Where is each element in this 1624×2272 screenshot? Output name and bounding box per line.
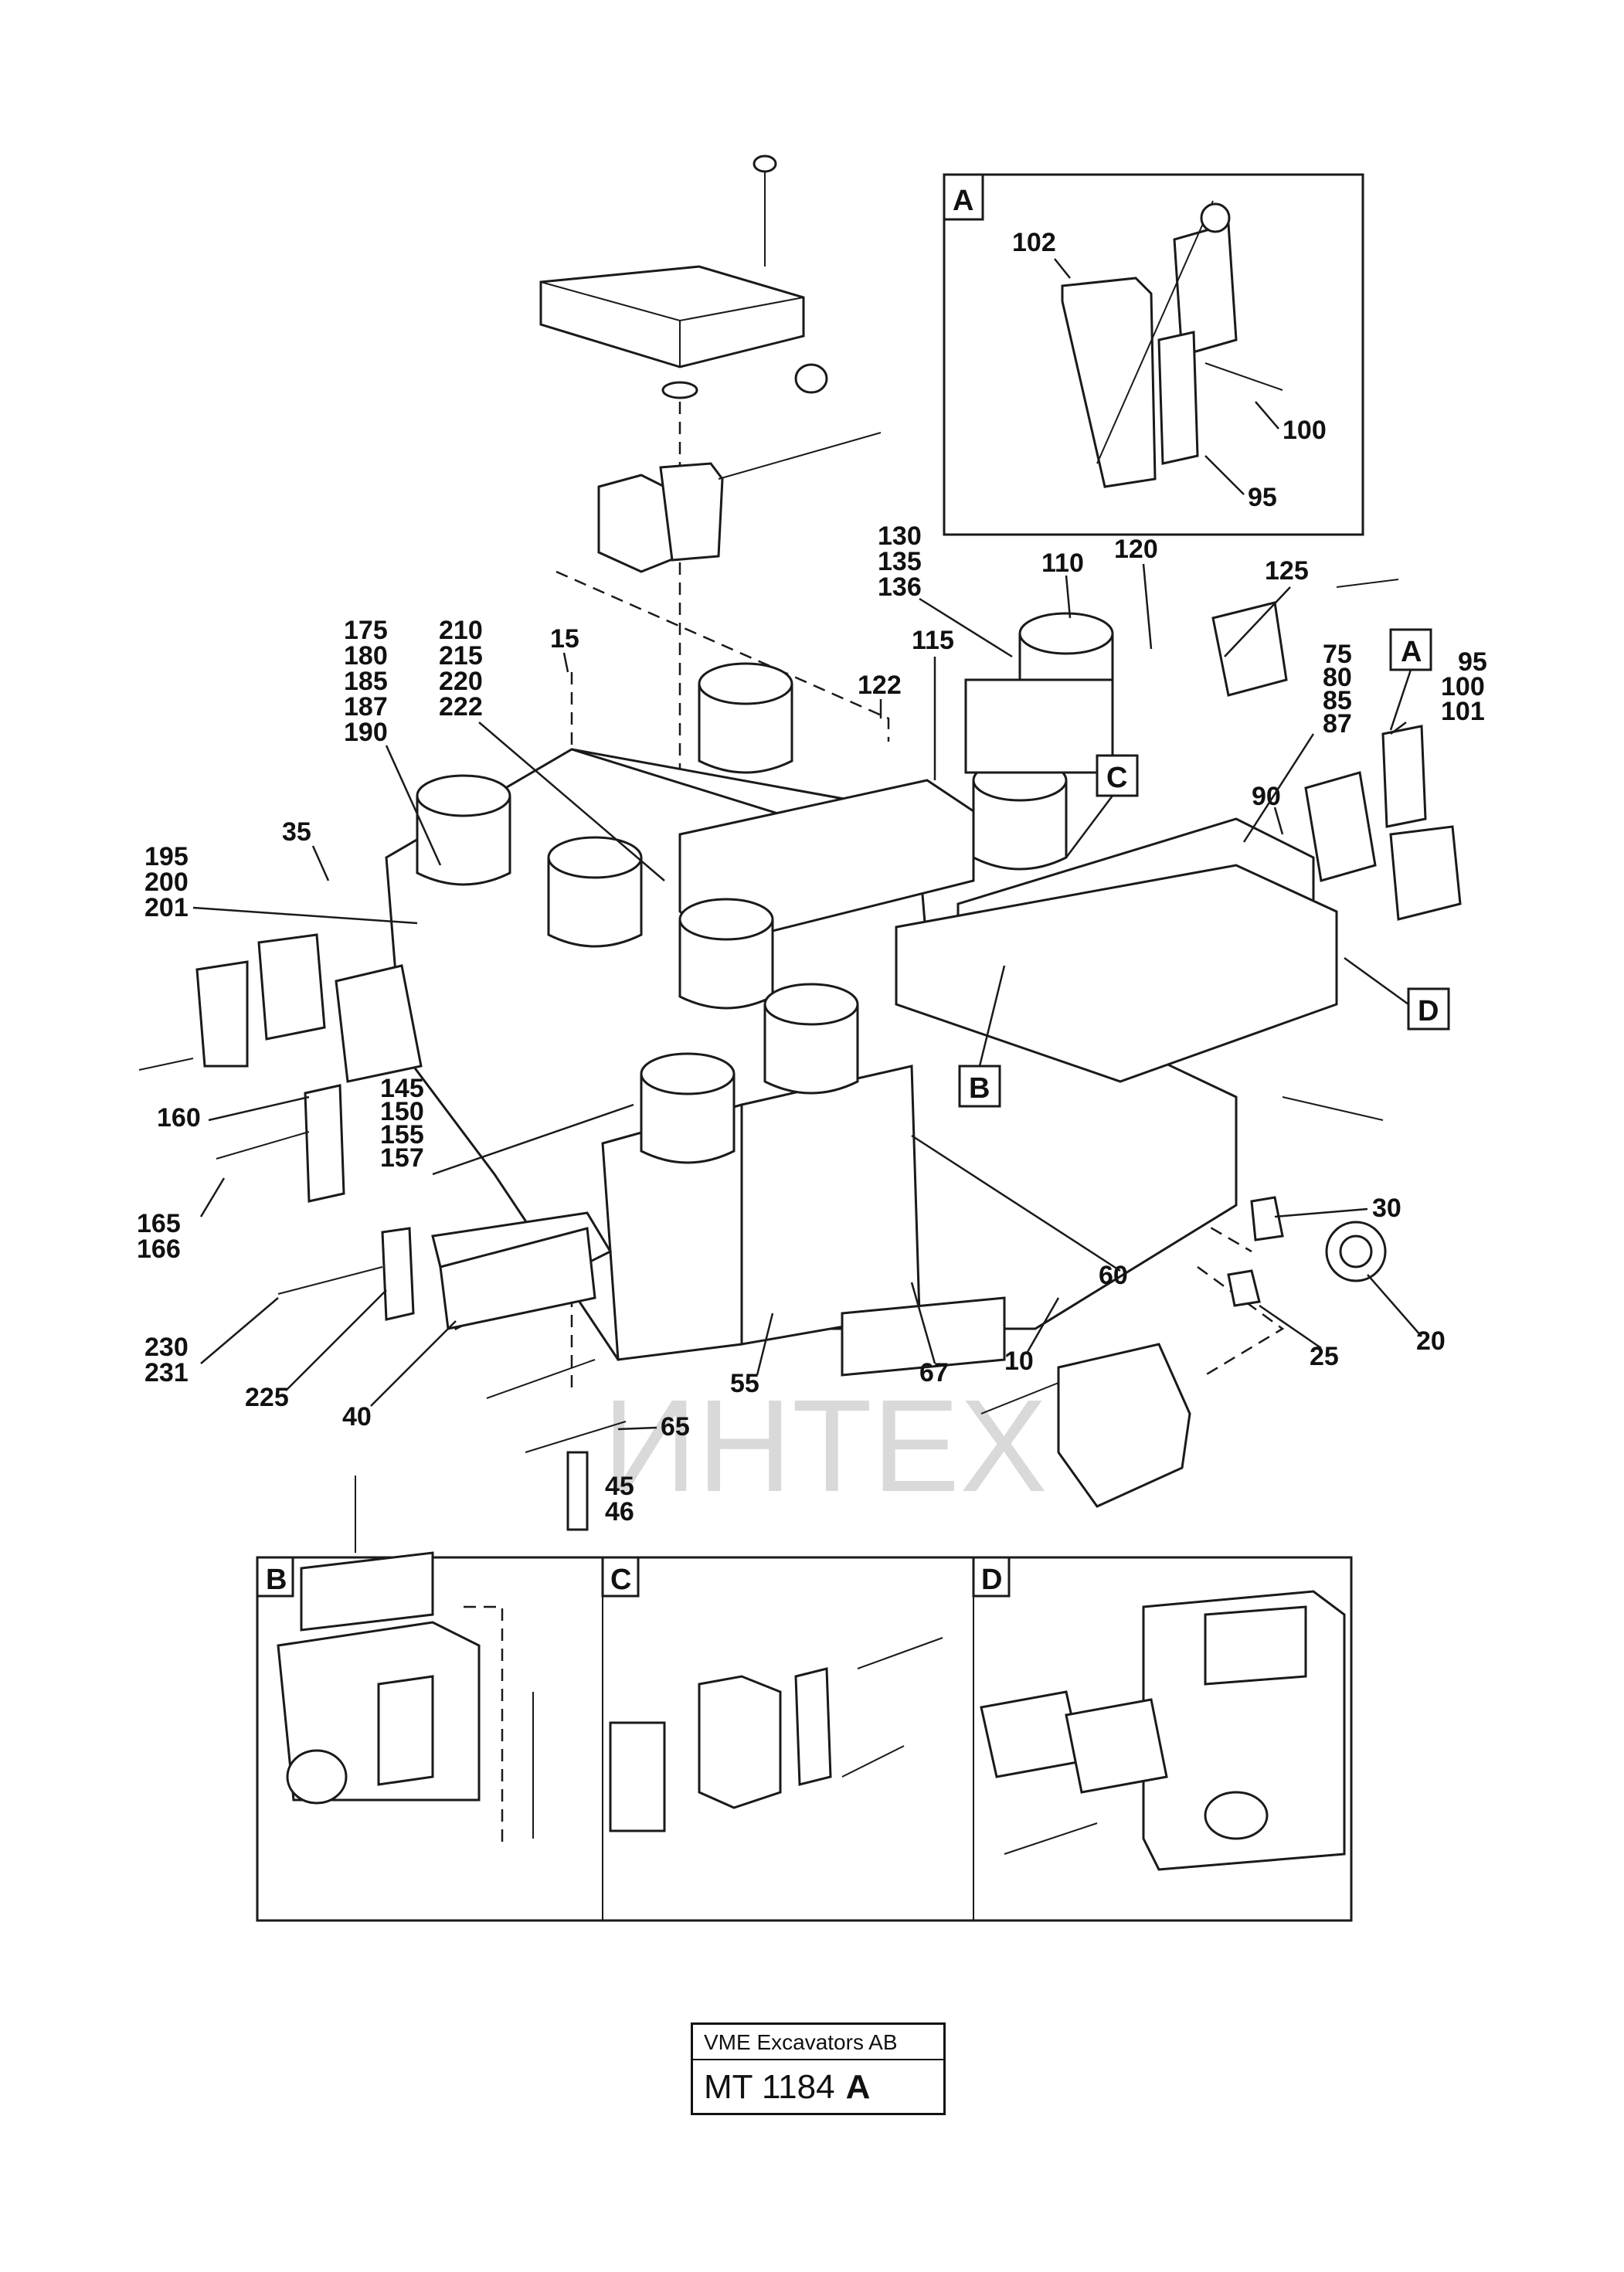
part-label: 30 (1372, 1194, 1401, 1223)
part-label: 185 (344, 667, 388, 696)
part-label: 215 (439, 641, 483, 671)
part-label: 190 (344, 718, 388, 747)
solenoid-coil (698, 662, 793, 774)
part-label: 102 (1012, 228, 1056, 257)
part-label: 201 (144, 893, 189, 922)
part-label: 195 (144, 842, 189, 871)
part-label: 222 (439, 692, 483, 722)
leader-lines (192, 258, 1422, 1431)
part-label: 180 (344, 641, 388, 671)
part-label: 155 (380, 1120, 424, 1150)
alignment-line (555, 570, 890, 742)
inset-a-tag: A (953, 185, 973, 217)
inset-c-detail (609, 1637, 943, 1832)
part-label: 225 (245, 1383, 289, 1412)
part-label: 20 (1416, 1326, 1446, 1356)
part-label: 200 (144, 868, 189, 897)
part-label: 95 (1458, 647, 1487, 677)
part-label: 150 (380, 1097, 424, 1126)
callout-d-tag: D (1418, 995, 1439, 1027)
part-label: 15 (550, 624, 579, 654)
part-label: 80 (1323, 663, 1352, 692)
part-label: 130 (878, 521, 922, 551)
part-label: 157 (380, 1143, 424, 1173)
drawing-number: MT 1184 (704, 2068, 835, 2106)
part-label: 65 (661, 1412, 690, 1442)
inset-a-bracket (1061, 200, 1283, 488)
solenoid-coil (640, 1052, 736, 1164)
part-label: 115 (912, 626, 954, 655)
valve-housing (964, 678, 1114, 774)
watermark-text: ИНТЕХ (603, 1373, 1048, 1520)
part-label: 87 (1323, 709, 1352, 739)
part-label: 135 (878, 547, 922, 576)
part-label: 160 (157, 1103, 201, 1133)
solenoid-coil (547, 836, 643, 948)
inset-b-detail (277, 1476, 534, 1846)
part-label: 231 (144, 1358, 189, 1387)
left-cover-plates (138, 933, 596, 1330)
part-label: 85 (1323, 686, 1352, 715)
part-label: 220 (439, 667, 483, 696)
callout-a-tag: A (1401, 636, 1422, 668)
inset-b-tag: B (266, 1564, 287, 1596)
part-label: 125 (1265, 556, 1309, 586)
inset-d-tag: D (981, 1564, 1002, 1596)
callout-d (1344, 956, 1450, 1031)
inset-c-tag: C (610, 1564, 631, 1596)
part-label: 166 (137, 1234, 181, 1264)
alignment-line (1158, 1196, 1252, 1253)
solenoid-coil (972, 759, 1068, 871)
solenoid-coil (763, 983, 859, 1095)
part-label: 122 (858, 671, 902, 700)
part-label: 40 (342, 1402, 372, 1431)
part-label: 230 (144, 1333, 189, 1362)
part-label: 210 (439, 616, 483, 645)
part-label: 100 (1283, 416, 1327, 445)
title-block: VME Excavators AB MT 1184 A (691, 2022, 946, 2115)
solenoid-coil (678, 898, 774, 1010)
part-label: 95 (1248, 483, 1277, 512)
part-label: 100 (1441, 672, 1485, 701)
pilot-valve-block (597, 432, 882, 573)
part-label: 46 (605, 1497, 634, 1527)
right-side-parts (980, 579, 1462, 1508)
top-manifold-plate (539, 155, 828, 399)
part-label: 120 (1114, 535, 1158, 564)
callout-c-tag: C (1106, 762, 1127, 794)
part-label: 187 (344, 692, 388, 722)
inset-d-detail (980, 1590, 1346, 1871)
part-label: 110 (1041, 548, 1084, 578)
part-label: 101 (1441, 697, 1485, 726)
company-name: VME Excavators AB (693, 2025, 943, 2060)
callout-b-tag: B (969, 1072, 990, 1105)
part-label: 145 (380, 1074, 424, 1103)
drawing-code: MT 1184 A (693, 2062, 943, 2113)
part-label: 165 (137, 1209, 181, 1238)
part-label: 75 (1323, 640, 1352, 669)
revision-letter: A (845, 2068, 871, 2106)
part-label: 45 (605, 1472, 634, 1501)
callout-c (1065, 754, 1139, 858)
part-label: 55 (730, 1369, 759, 1398)
part-label: 175 (344, 616, 388, 645)
part-label: 25 (1310, 1342, 1339, 1371)
solenoid-coil (416, 774, 511, 886)
callout-a (1389, 628, 1432, 731)
bottom-bolts (486, 1359, 627, 1531)
part-label: 35 (282, 817, 311, 847)
part-label: 136 (878, 572, 922, 602)
alignment-line (1197, 1265, 1285, 1377)
callout-b (958, 965, 1006, 1108)
